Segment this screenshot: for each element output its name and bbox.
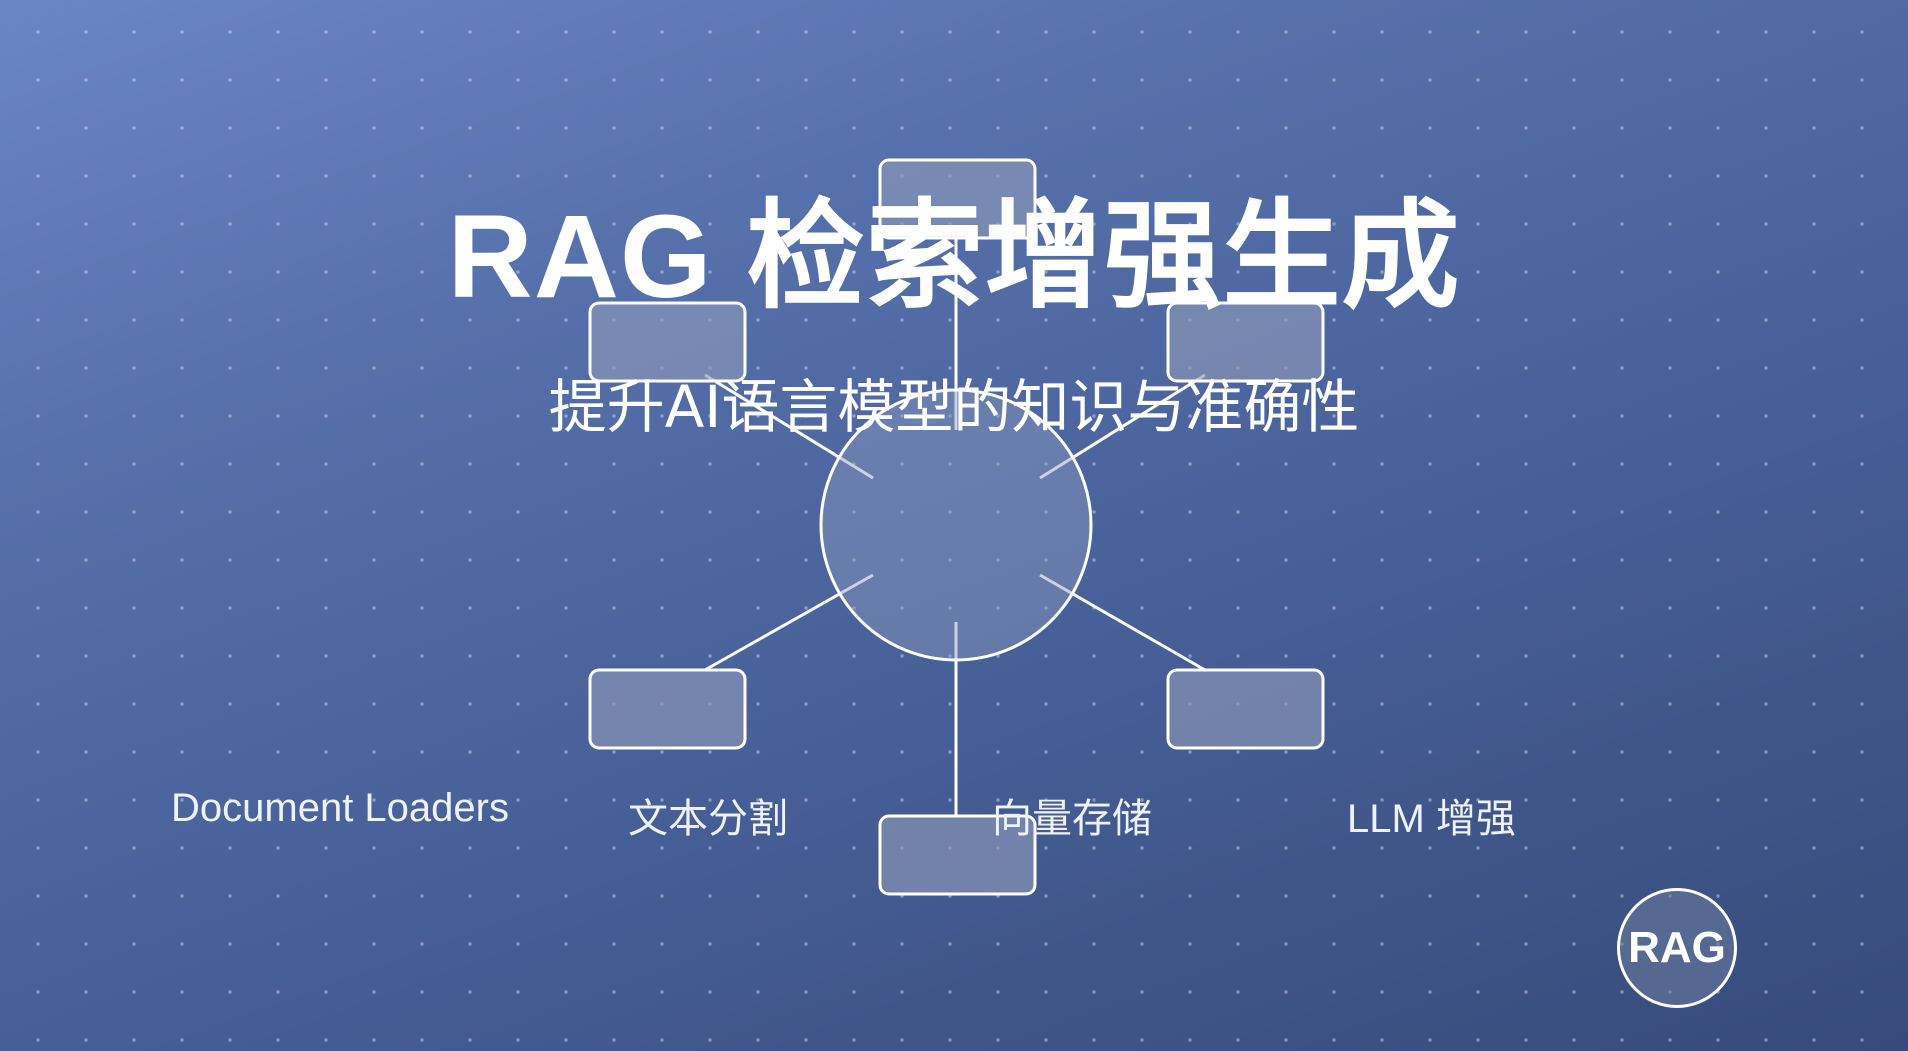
label-text-splitting: 文本分割 [628,797,788,841]
rag-badge: RAG [1617,888,1737,1008]
page-title: RAG 检索增强生成 [447,191,1461,323]
node-top-left [588,301,747,383]
center-hub [819,388,1093,662]
connector-top-right [1039,373,1206,480]
node-top [878,158,1037,240]
node-bottom [878,814,1037,896]
page-subtitle: 提升AI语言模型的知识与准确性 [548,373,1360,441]
node-bottom-right [1166,668,1325,750]
connector-bottom-right [1039,573,1206,672]
label-llm-enhance: LLM 增强 [1347,797,1516,841]
label-vector-store: 向量存储 [992,797,1152,841]
connector-bottom-left [704,573,874,672]
node-top-right [1166,301,1325,383]
label-document-loaders: Document Loaders [171,786,509,830]
node-bottom-left [588,668,747,750]
connector-top-left [704,373,874,480]
